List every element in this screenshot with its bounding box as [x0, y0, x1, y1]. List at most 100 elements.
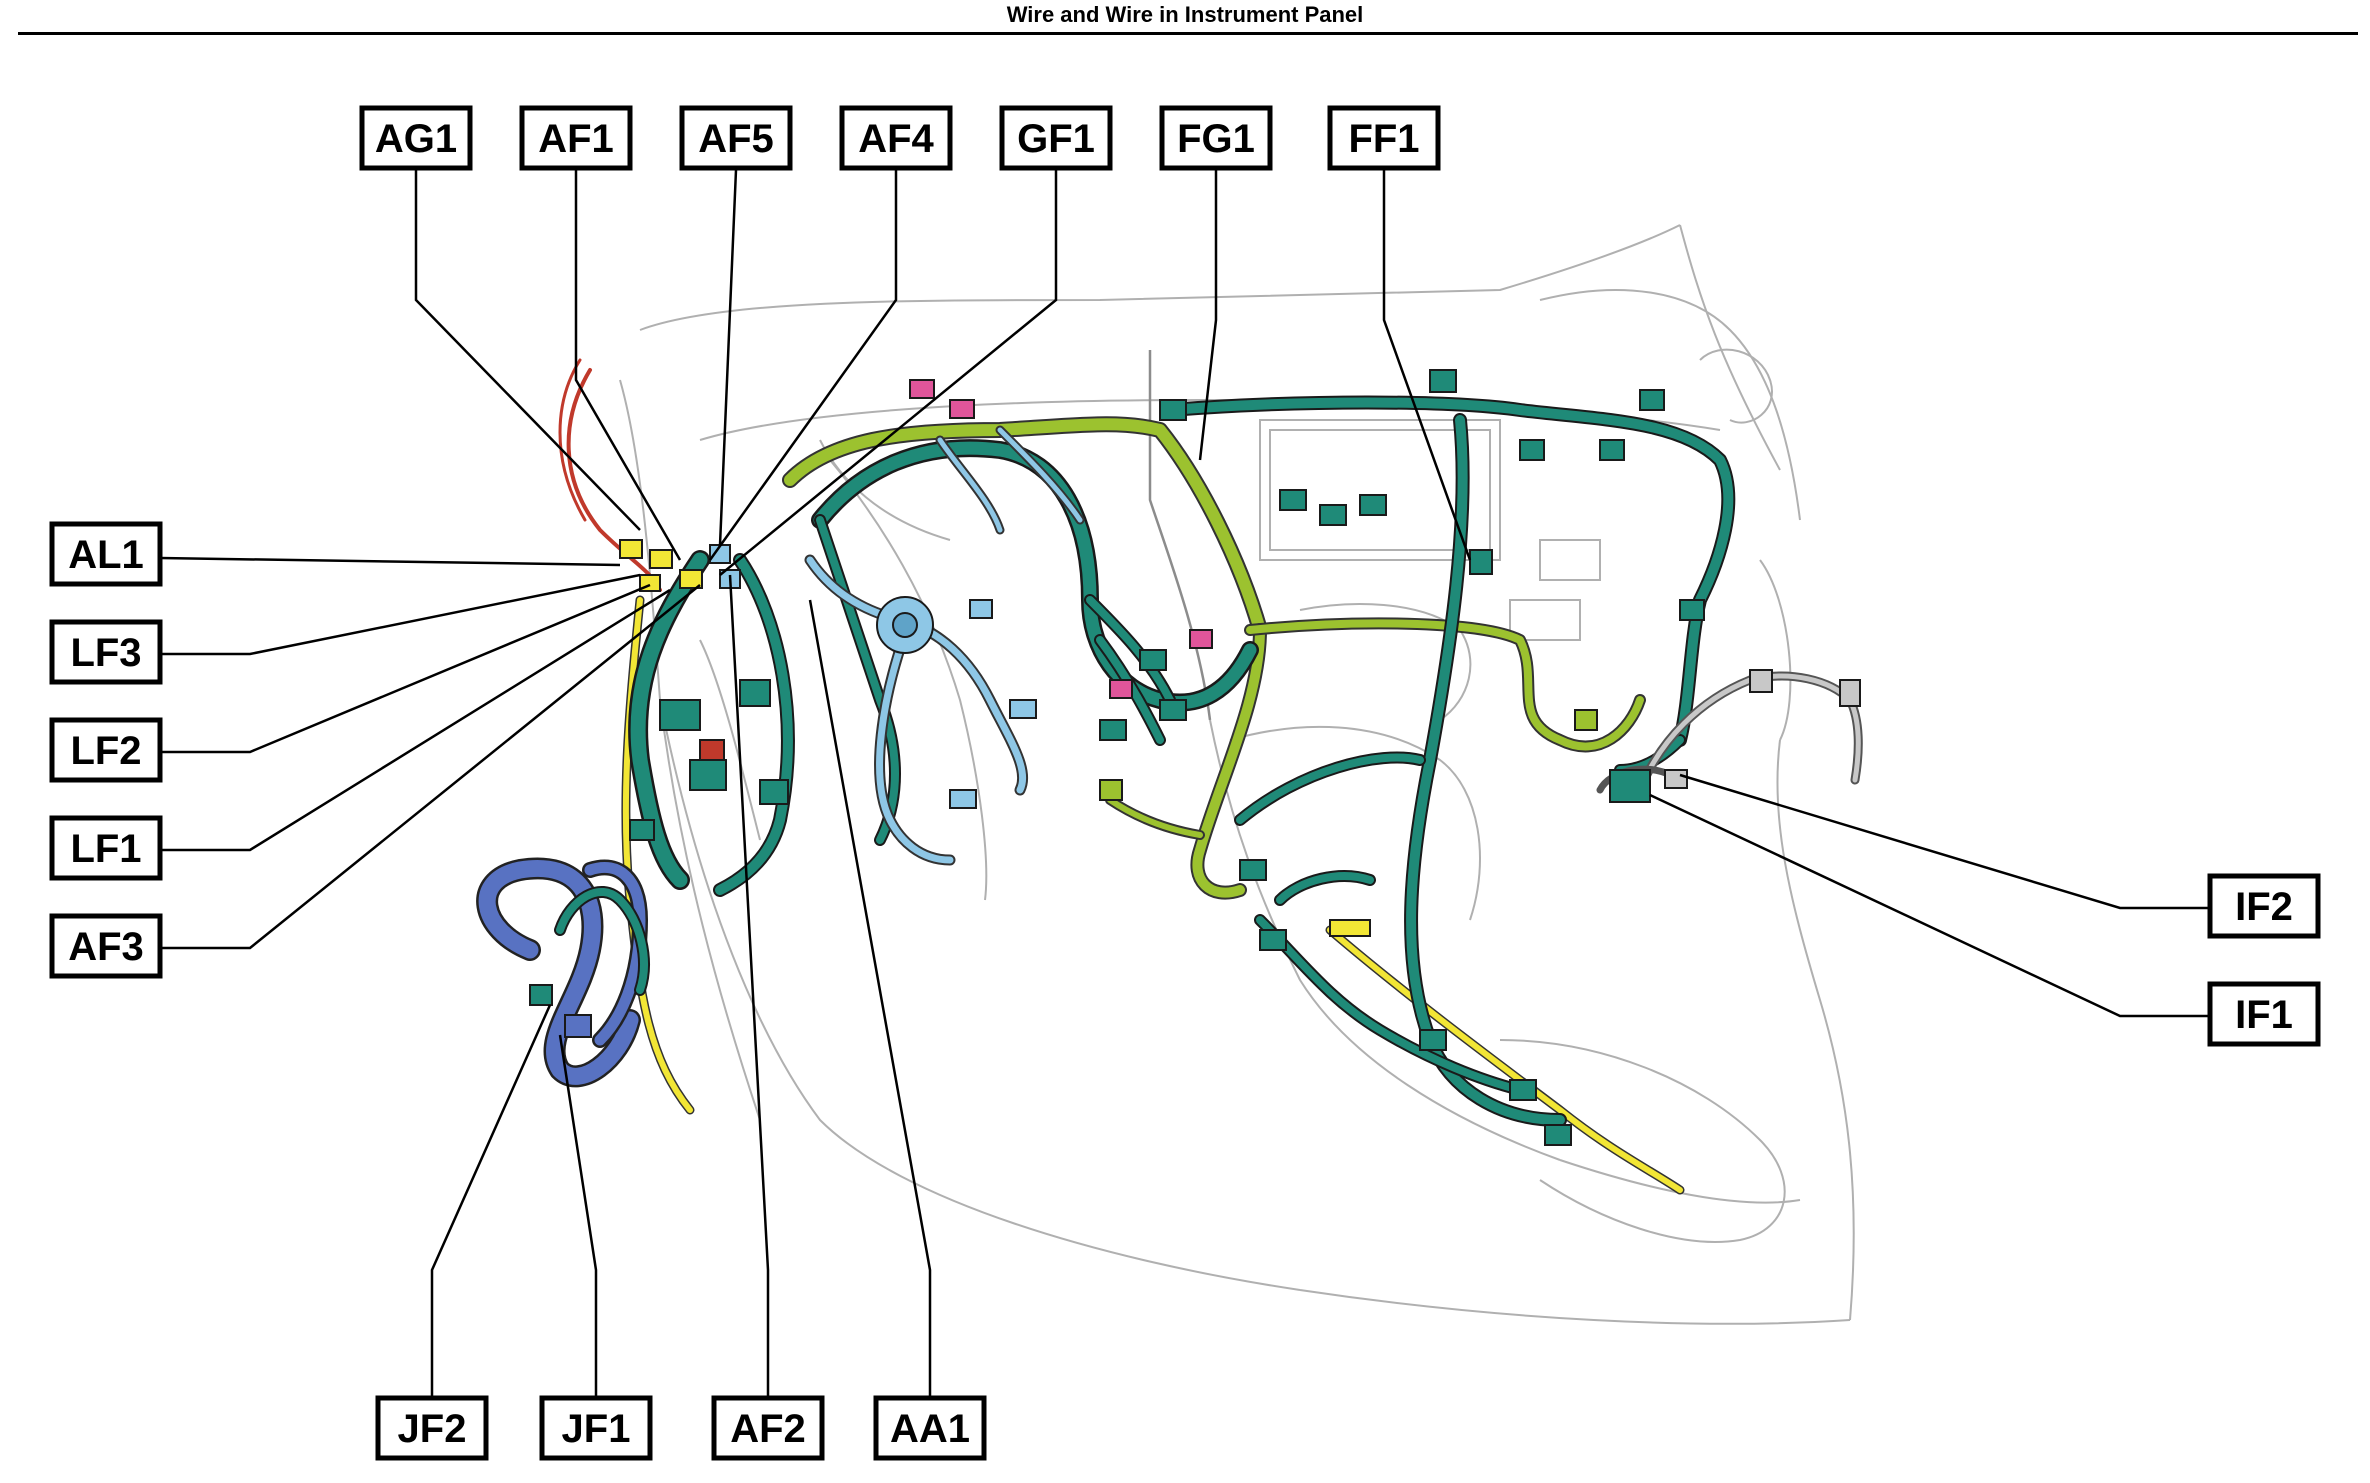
- wire-teal-console-fill: [1236, 753, 1424, 904]
- wire-lightgreen-down-fill: [1192, 625, 1265, 898]
- label-AF4-text: AF4: [858, 117, 934, 161]
- connector: [1319, 504, 1347, 526]
- label-AF1: AF1: [519, 105, 633, 171]
- connector: [1609, 769, 1651, 803]
- connector: [699, 739, 725, 761]
- leader-JF1: [558, 1034, 598, 1398]
- connector: [759, 779, 789, 805]
- connector: [679, 569, 703, 589]
- label-LF3-text: LF3: [70, 631, 141, 675]
- leader-AF1: [574, 168, 682, 561]
- connector: [1429, 369, 1457, 393]
- wire-grey-right-fill: [1637, 673, 1861, 793]
- steering-column-hub: [892, 612, 918, 638]
- wire-lightgreen-lower-fill: [1107, 797, 1203, 838]
- wire-yellow-console: [1325, 925, 1685, 1195]
- connector: [1189, 629, 1213, 649]
- label-IF2-text: IF2: [2235, 885, 2293, 929]
- connector: [1109, 679, 1133, 699]
- connector: [1509, 1079, 1537, 1101]
- wire-yellow-console-fill: [1327, 927, 1683, 1193]
- connector: [1009, 699, 1037, 719]
- leader-lines: [159, 168, 2210, 1398]
- leader-FG1: [1198, 168, 1218, 461]
- wire-lightgreen-right-fill: [1246, 619, 1644, 751]
- label-AF3: AF3: [49, 913, 163, 979]
- page-title: Wire and Wire in Instrument Panel: [1006, 2, 1364, 27]
- wire-teal-mid-fill: [1086, 596, 1174, 744]
- label-JF1-text: JF1: [562, 1407, 631, 1451]
- leader-LF3: [160, 573, 641, 656]
- label-AF2-text: AF2: [730, 1407, 806, 1451]
- connector: [1839, 679, 1861, 707]
- label-IF1-text: IF1: [2235, 993, 2293, 1037]
- connector: [1599, 439, 1625, 461]
- label-JF1: JF1: [539, 1395, 653, 1461]
- label-AL1-text: AL1: [68, 533, 144, 577]
- connector: [689, 759, 727, 791]
- label-FF1: FF1: [1327, 105, 1441, 171]
- leader-JF2: [430, 1004, 552, 1398]
- label-AA1-text: AA1: [890, 1407, 970, 1451]
- connector: [564, 1014, 592, 1038]
- label-AF5: AF5: [679, 105, 793, 171]
- label-GF1-text: GF1: [1017, 117, 1095, 161]
- connector: [1544, 1124, 1572, 1146]
- leader-AA1: [808, 599, 932, 1398]
- leader-LF2: [160, 583, 651, 754]
- connector: [1359, 494, 1387, 516]
- wire-teal-jf-fill: [556, 888, 648, 994]
- label-AF4: AF4: [839, 105, 953, 171]
- connector: [949, 789, 977, 809]
- connector: [1259, 929, 1287, 951]
- connector: [659, 699, 701, 731]
- leader-AL1: [159, 556, 621, 567]
- wire-red: [566, 368, 662, 592]
- leader-GF1: [719, 168, 1058, 576]
- label-FG1-text: FG1: [1177, 117, 1255, 161]
- label-JF2: JF2: [375, 1395, 489, 1461]
- connector: [1519, 439, 1545, 461]
- wire-teal-lower-console-fill: [1256, 916, 1524, 1094]
- wire-teal-left-box-fill: [715, 555, 793, 895]
- connector: [629, 819, 655, 841]
- connector: [1469, 549, 1493, 575]
- connector: [739, 679, 771, 707]
- label-LF1: LF1: [49, 815, 163, 881]
- connector: [1329, 919, 1371, 937]
- wire-lightblue-3-fill: [937, 427, 1083, 533]
- wire-lightblue-fill: [806, 556, 1027, 794]
- label-LF2: LF2: [49, 717, 163, 783]
- wire-teal-center-down-fill: [1406, 415, 1565, 1125]
- label-AF2: AF2: [711, 1395, 825, 1461]
- label-AG1: AG1: [359, 105, 473, 171]
- connector: [1099, 779, 1123, 801]
- label-IF1: IF1: [2207, 981, 2321, 1047]
- wire-teal-main: [811, 439, 1259, 712]
- label-AA1: AA1: [873, 1395, 987, 1461]
- connector: [1279, 489, 1307, 511]
- connector: [1239, 859, 1267, 881]
- connector: [1159, 399, 1187, 421]
- label-LF2-text: LF2: [70, 729, 141, 773]
- wire-teal-lower-console: [1254, 914, 1526, 1096]
- wire-lightgreen-top-fill: [784, 418, 1266, 636]
- label-AF3-text: AF3: [68, 925, 144, 969]
- connector: [1749, 669, 1773, 693]
- connector: [1679, 599, 1705, 621]
- label-AF1-text: AF1: [538, 117, 614, 161]
- wire-teal-meter-fill: [816, 516, 899, 844]
- connector: [1159, 699, 1187, 721]
- leader-AF3: [160, 584, 701, 950]
- label-IF2: IF2: [2207, 873, 2321, 939]
- connector: [1099, 719, 1127, 741]
- connector: [1639, 389, 1665, 411]
- label-GF1: GF1: [999, 105, 1113, 171]
- wire-red-2: [558, 358, 587, 522]
- leader-AF5: [718, 168, 738, 546]
- connector: [969, 599, 993, 619]
- label-AF5-text: AF5: [698, 117, 774, 161]
- leader-AF4: [708, 168, 898, 561]
- label-FG1: FG1: [1159, 105, 1273, 171]
- label-JF2-text: JF2: [398, 1407, 467, 1451]
